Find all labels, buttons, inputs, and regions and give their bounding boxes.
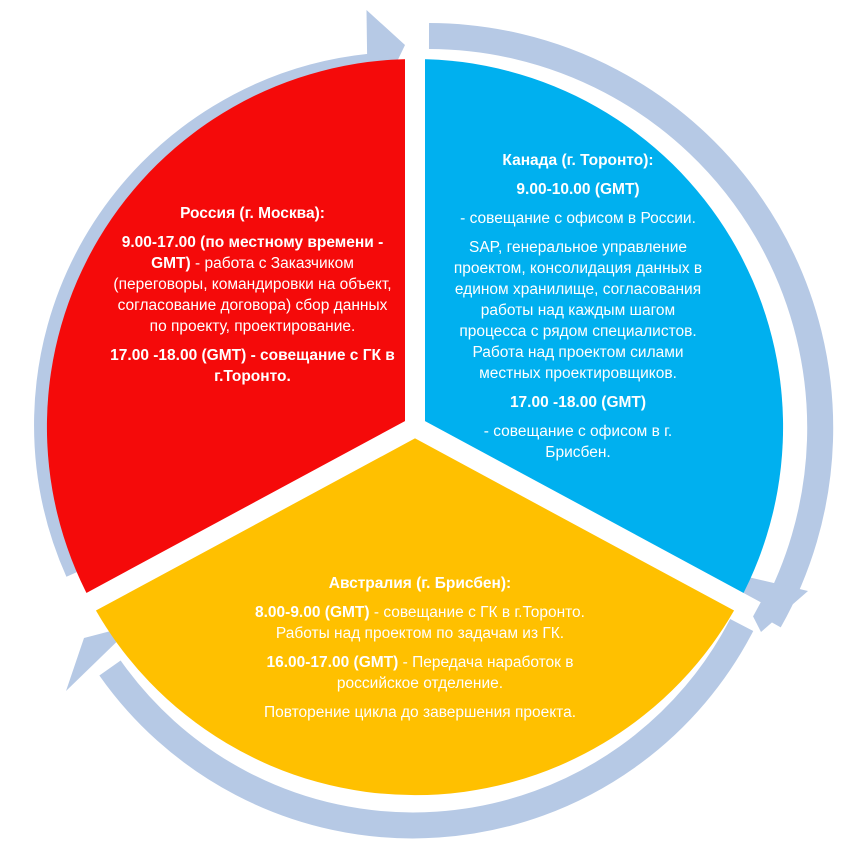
australia-meeting-toronto: - совещание с ГК в г.Торонто. (369, 604, 585, 621)
canada-time1: 9.00-10.00 (GMT) (516, 181, 640, 198)
australia-cycle-repeat: Повторение цикла до завершения проекта. (263, 704, 577, 721)
australia-title: Австралия (г. Брисбен): (328, 575, 512, 592)
australia-text: Австралия (г. Брисбен): 8.00-9.00 (GMT) … (190, 573, 650, 731)
canada-meeting-brisbane: - совещание с офисом в г. Брисбен. (483, 423, 673, 461)
canada-title: Канада (г. Торонто): (502, 152, 654, 169)
australia-work-tasks: Работы над проектом по задачам из ГК. (275, 625, 565, 642)
canada-text: Канада (г. Торонто): 9.00-10.00 (GMT) - … (428, 150, 728, 471)
australia-handover: - Передача наработок в российское отделе… (336, 654, 574, 692)
australia-time2: 16.00-17.00 (GMT) (266, 654, 399, 671)
canada-time2: 17.00 -18.00 (GMT) (509, 394, 647, 411)
divider-left (69, 418, 420, 620)
australia-schedule1: 8.00-9.00 (GMT) - совещание с ГК в г.Тор… (190, 602, 650, 644)
russia-title: Россия (г. Москва): (180, 205, 325, 222)
russia-work-description: - работа с Заказчиком (переговоры, коман… (113, 255, 392, 335)
russia-schedule: 9.00-17.00 (по местному времени - GMT) -… (110, 232, 395, 337)
divider-right (410, 418, 761, 620)
canada-meeting-russia: - совещание с офисом в России. (460, 210, 696, 227)
ring-arc-bottom (99, 619, 754, 839)
canada-work-description: SAP, генеральное управление проектом, ко… (453, 239, 703, 382)
australia-time1: 8.00-9.00 (GMT) (254, 604, 370, 621)
ring-arrowhead-right (731, 573, 808, 632)
russia-meeting: 17.00 -18.00 (GMT) - совещание с ГК в г.… (110, 347, 395, 385)
pie (46, 40, 784, 796)
russia-work-hours: 9.00-17.00 (по местному времени - GMT) (121, 234, 384, 272)
ring-arc-right (428, 23, 834, 628)
russia-text: Россия (г. Москва): 9.00-17.00 (по местн… (110, 203, 395, 395)
australia-schedule2: 16.00-17.00 (GMT) - Передача наработок в… (190, 652, 650, 694)
